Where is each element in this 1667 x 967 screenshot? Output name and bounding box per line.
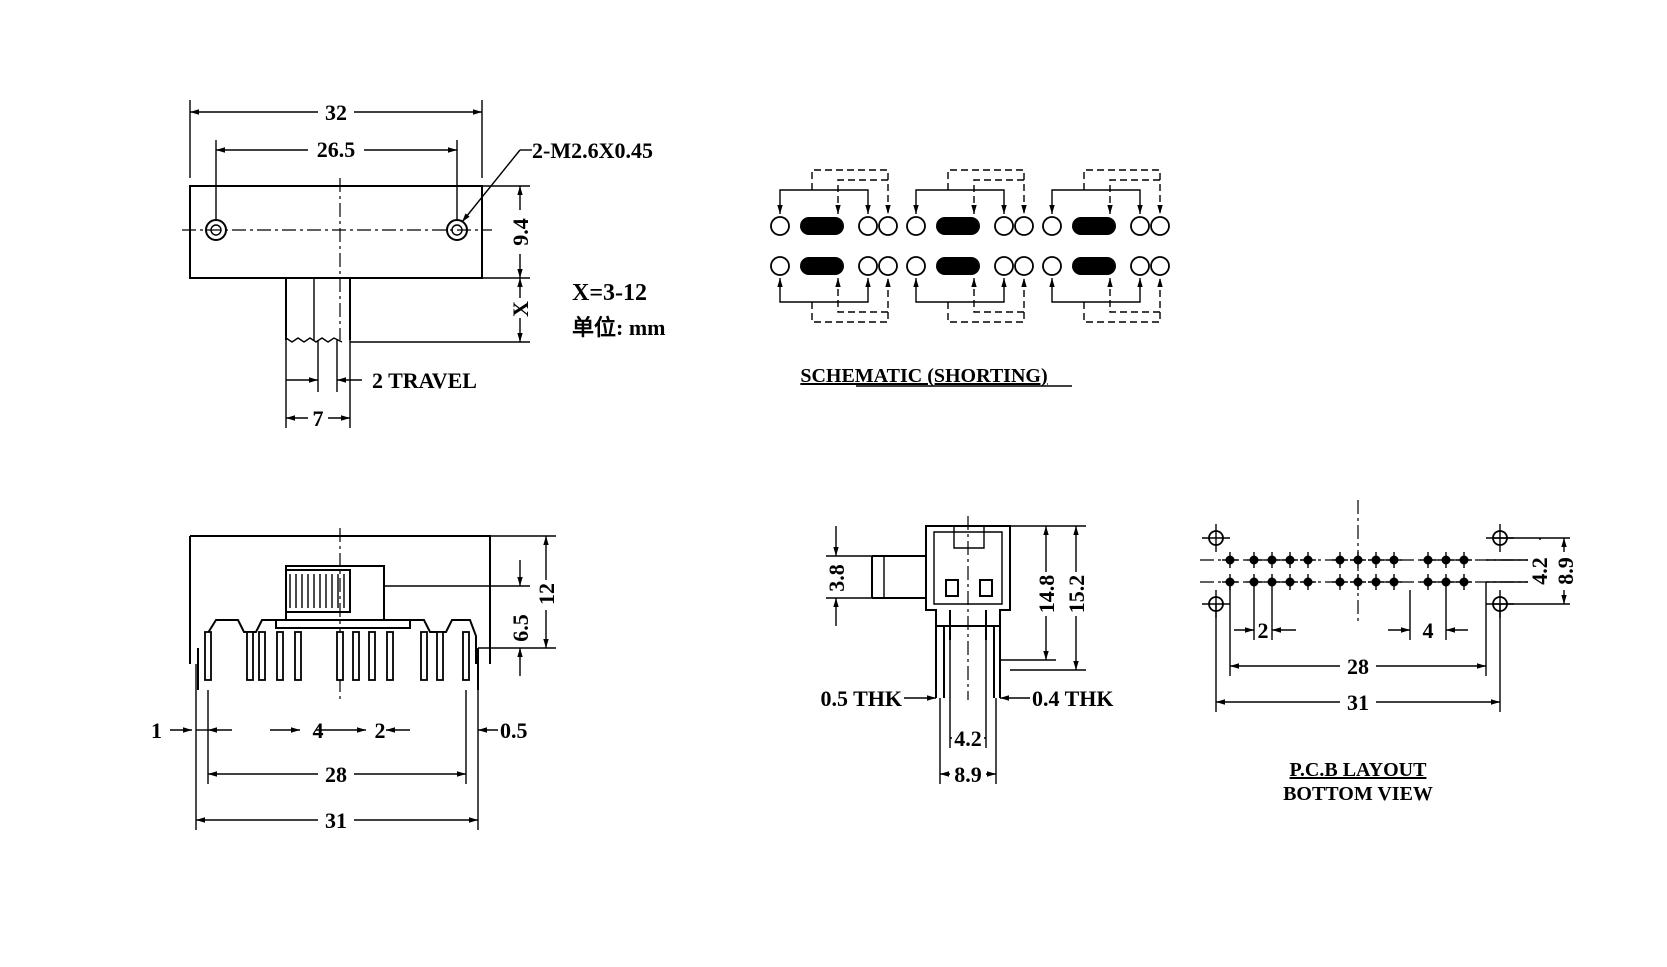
terminal-circle [770, 216, 790, 236]
dim-0-5: 0.5 [500, 718, 528, 743]
dim-pitch-2: 2 [375, 718, 386, 743]
dim-4-2: 4.2 [954, 726, 982, 751]
pin [462, 631, 470, 681]
hole-callout: 2-M2.6X0.45 [532, 138, 653, 163]
pin [204, 631, 212, 681]
terminal-circle [1150, 216, 1170, 236]
schematic: SCHEMATIC (SHORTING) [770, 169, 1170, 387]
terminal-circle [906, 256, 926, 276]
pin [294, 631, 302, 681]
schematic-section-2 [906, 169, 1034, 323]
pcb-dim-2: 2 [1258, 618, 1269, 643]
dim-3-8: 3.8 [824, 564, 849, 592]
terminal-circle [1014, 216, 1034, 236]
schematic-caption: SCHEMATIC (SHORTING) [800, 365, 1047, 387]
dim-1: 1 [151, 718, 162, 743]
top-view: 32 26.5 2-M2.6X0.45 9.4 X X=3-12 单位: mm … [182, 98, 665, 431]
pin [386, 631, 394, 681]
pcb-caption-line2: BOTTOM VIEW [1283, 783, 1433, 805]
dim-7: 7 [313, 406, 324, 431]
schematic-section-3 [1042, 169, 1170, 323]
label-0-5-thk: 0.5 THK [820, 686, 902, 711]
dim-x: X [508, 301, 533, 317]
dim-pitch-4: 4 [313, 718, 324, 743]
terminal-circle [994, 216, 1014, 236]
pin [436, 631, 444, 681]
terminal-circle [1130, 256, 1150, 276]
actuator [285, 278, 351, 340]
shorting-contact [1072, 217, 1116, 235]
pin [246, 631, 254, 681]
pcb-caption-line1: P.C.B LAYOUT [1290, 759, 1428, 781]
note-unit: 单位: mm [572, 315, 665, 340]
pcb-dim-31: 31 [1347, 690, 1369, 715]
terminal-circle [994, 256, 1014, 276]
shorting-contact [936, 257, 980, 275]
pin [276, 631, 284, 681]
pin [258, 631, 266, 681]
dim-6-5: 6.5 [508, 614, 533, 642]
terminal-circle [1014, 256, 1034, 276]
terminal-circle [1042, 256, 1062, 276]
pin [336, 631, 344, 681]
shorting-contact [800, 217, 844, 235]
pcb-dim-28: 28 [1347, 654, 1369, 679]
pin [368, 631, 376, 681]
dim-31: 31 [325, 808, 347, 833]
pcb-dim-4-2: 4.2 [1527, 557, 1552, 585]
front-view: 12 6.5 1 4 2 0.5 28 31 [151, 528, 559, 833]
pin [352, 631, 360, 681]
dim-26-5: 26.5 [317, 137, 356, 162]
dim-8-9: 8.9 [954, 762, 982, 787]
dim-14-8: 14.8 [1034, 575, 1059, 614]
dim-32: 32 [325, 100, 347, 125]
shorting-contact [800, 257, 844, 275]
label-0-4-thk: 0.4 THK [1032, 686, 1114, 711]
side-actuator [871, 555, 926, 599]
terminal-circle [1150, 256, 1170, 276]
dim-12: 12 [534, 583, 559, 605]
pin [420, 631, 428, 681]
schematic-section-1 [770, 169, 898, 323]
switch-body-top [189, 185, 483, 279]
side-view: 3.8 14.8 15.2 0.5 THK 0.4 THK 4.2 8.9 [820, 516, 1114, 787]
note-x-range: X=3-12 [572, 280, 647, 306]
terminal-circle [770, 256, 790, 276]
terminal-circle [906, 216, 926, 236]
pcb-dim-8-9: 8.9 [1553, 557, 1578, 585]
terminal-circle [878, 256, 898, 276]
terminal-circle [858, 256, 878, 276]
terminal-circle [878, 216, 898, 236]
shorting-contact [936, 217, 980, 235]
pcb-layout: 4.2 8.9 2 4 28 31 P.C.B LAYOUT BOTTOM VI… [1200, 500, 1578, 805]
terminal-circle [1042, 216, 1062, 236]
terminal-circle [1130, 216, 1150, 236]
dim-travel: 2 TRAVEL [372, 368, 477, 393]
dim-15-2: 15.2 [1064, 575, 1089, 614]
shorting-contact [1072, 257, 1116, 275]
dim-9-4: 9.4 [508, 218, 533, 246]
dim-28: 28 [325, 762, 347, 787]
terminal-circle [858, 216, 878, 236]
pcb-dim-4: 4 [1423, 618, 1434, 643]
